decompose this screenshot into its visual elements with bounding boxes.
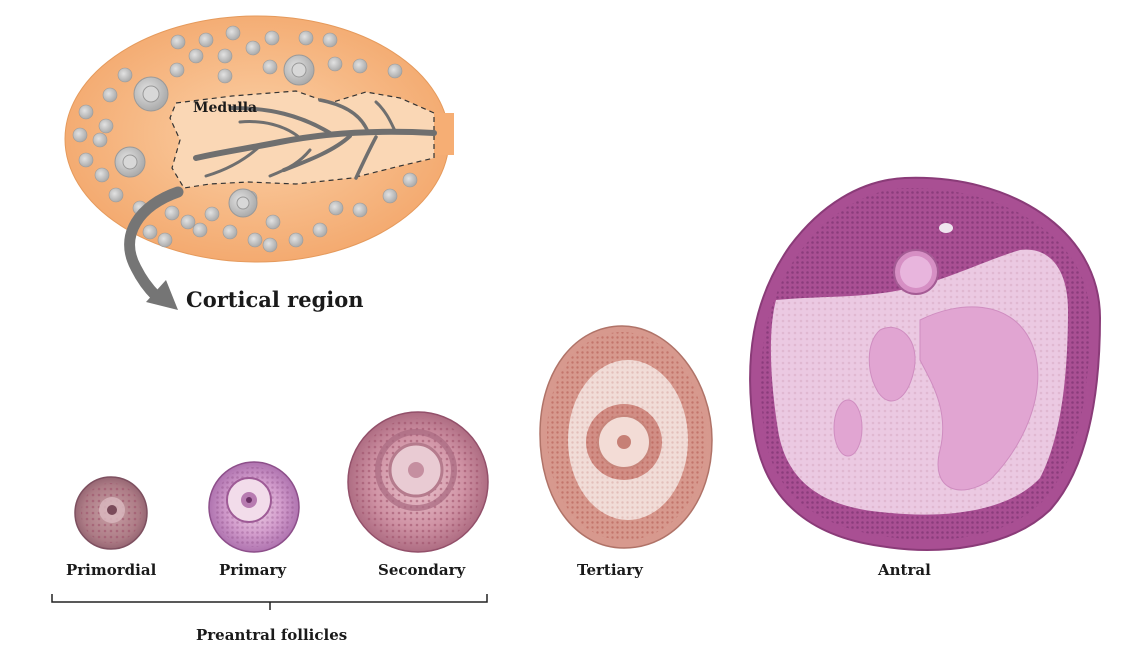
primordial-follicle-image [75, 477, 147, 549]
medulla-label: Medulla [193, 100, 257, 116]
primordial-label: Primordial [66, 561, 156, 579]
preantral-bracket [52, 594, 487, 610]
antral-label: Antral [878, 561, 931, 579]
primary-label: Primary [219, 561, 286, 579]
tertiary-follicle-image [540, 326, 712, 548]
tertiary-label: Tertiary [577, 561, 643, 579]
secondary-label: Secondary [378, 561, 465, 579]
secondary-follicle-image [348, 412, 488, 552]
primary-follicle-image [209, 462, 299, 552]
preantral-follicles-label: Preantral follicles [196, 626, 347, 644]
ovary-diagram [65, 16, 454, 310]
antral-follicle-image [750, 178, 1100, 550]
cortical-region-label: Cortical region [186, 287, 364, 312]
